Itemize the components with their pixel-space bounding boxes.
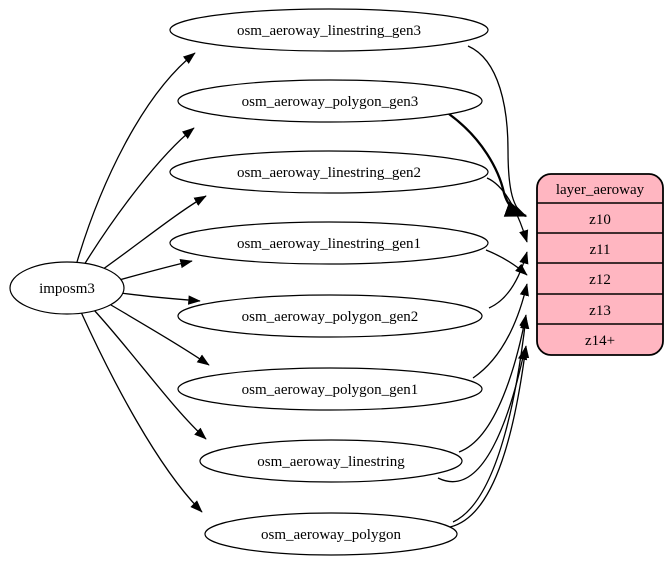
edge-osm_aeroway_linestring_gen2-to-z11 [486,177,529,243]
node-osm_aeroway_linestring: osm_aeroway_linestring [199,439,463,483]
row-z14: z14+ [585,333,615,349]
edge-imposm3-to-osm_aeroway_linestring_gen2 [98,195,207,273]
row-z11: z11 [589,242,610,258]
table-ellipse [169,221,489,265]
edge-imposm3-to-osm_aeroway_polygon_gen2 [120,292,201,305]
node-osm_aeroway_linestring_gen3: osm_aeroway_linestring_gen3 [169,8,489,52]
table-label: osm_aeroway_linestring_gen2 [237,165,421,181]
edge-imposm3-to-osm_aeroway_linestring_gen3 [76,52,196,263]
layer-aeroway-box [536,173,664,356]
table-label: osm_aeroway_polygon_gen3 [242,94,419,110]
node-osm_aeroway_polygon_gen3: osm_aeroway_polygon_gen3 [177,79,483,123]
edge-osm_aeroway_linestring_gen1-to-z12 [485,249,528,276]
table-ellipse [177,294,483,338]
node-layer_aeroway: layer_aeroway z10 z11 z12 z13 z14+ [536,173,664,356]
table-ellipse [204,512,458,556]
edge-imposm3-to-osm_aeroway_polygon_gen3 [83,127,195,266]
node-osm_aeroway_linestring_gen1: osm_aeroway_linestring_gen1 [169,221,489,265]
table-label: osm_aeroway_polygon_gen1 [242,382,419,398]
table-ellipse [177,79,483,123]
table-label: osm_aeroway_linestring_gen3 [237,23,421,39]
node-imposm3: imposm3 [9,261,125,315]
edge-imposm3-to-osm_aeroway_polygon_gen1 [110,304,210,366]
edge-osm_aeroway_linestring-to-z13 [458,314,529,453]
edge-osm_aeroway_linestring_gen3-to-z10 [467,45,527,217]
node-osm_aeroway_polygon: osm_aeroway_polygon [204,512,458,556]
edge-osm_aeroway_polygon_gen2-to-z11 [488,251,529,309]
node-osm_aeroway_polygon_gen2: osm_aeroway_polygon_gen2 [177,294,483,338]
edge-osm_aeroway_linestring-to-z14 [437,347,528,483]
layer-aeroway-title: layer_aeroway [556,182,645,198]
edge-imposm3-to-osm_aeroway_polygon [80,311,203,513]
edge-osm_aeroway_polygon-to-z13 [452,316,530,523]
edge-imposm3-to-osm_aeroway_linestring [93,309,207,440]
row-z10: z10 [589,212,611,228]
table-ellipse [177,367,483,411]
edge-imposm3-to-osm_aeroway_linestring_gen1 [118,259,193,281]
table-ellipse [199,439,463,483]
edge-osm_aeroway_polygon_gen1-to-z12 [472,283,529,379]
edges-from-imposm3 [76,52,210,513]
table-label: osm_aeroway_linestring_gen1 [237,236,421,252]
imposm3-label: imposm3 [39,281,95,297]
edges-to-layer-aeroway [437,45,530,528]
table-ellipse [169,150,489,194]
table-label: osm_aeroway_linestring [257,454,405,470]
edge-osm_aeroway_polygon-to-z14 [449,345,530,528]
node-osm_aeroway_polygon_gen1: osm_aeroway_polygon_gen1 [177,367,483,411]
table-label: osm_aeroway_polygon [261,527,401,543]
node-osm_aeroway_linestring_gen2: osm_aeroway_linestring_gen2 [169,150,489,194]
table-label: osm_aeroway_polygon_gen2 [242,309,419,325]
imposm3-ellipse [9,261,125,315]
row-z13: z13 [589,303,611,319]
row-z12: z12 [589,272,611,288]
table-ellipse [169,8,489,52]
